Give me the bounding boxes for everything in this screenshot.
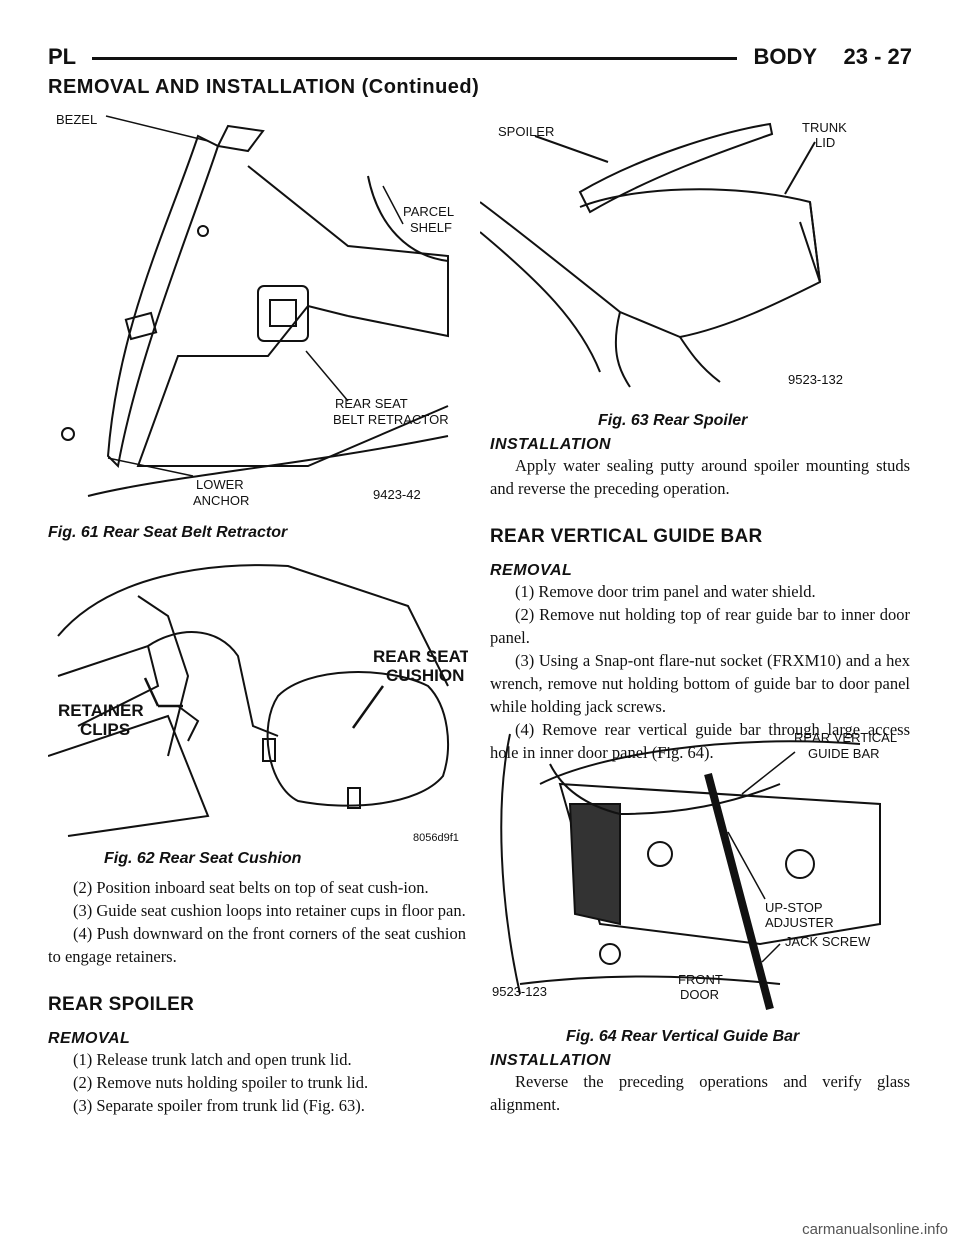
label-retractor-1: REAR SEAT [335, 396, 408, 411]
figure-63-caption: Fig. 63 Rear Spoiler [598, 412, 748, 429]
heading-rear-vertical-guide-bar: REAR VERTICAL GUIDE BAR [490, 526, 763, 547]
step-text: (1) Release trunk latch and open trunk l… [73, 1050, 352, 1069]
figure-63-rear-spoiler: SPOILER TRUNK LID 9523-132 [480, 112, 900, 402]
heading-removal: REMOVAL [48, 1030, 131, 1047]
heading-installation: INSTALLATION [490, 1052, 611, 1069]
label-bezel: BEZEL [56, 112, 97, 127]
label-clips-2: CLIPS [80, 720, 130, 739]
watermark: carmanualsonline.info [802, 1221, 948, 1238]
label-trunk-2: LID [815, 135, 835, 150]
figure-64-rear-vertical-guide-bar: REAR VERTICAL GUIDE BAR UP-STOP ADJUSTER… [480, 724, 900, 1020]
label-up-stop-1: UP-STOP [765, 900, 823, 915]
label-parcel-1: PARCEL [403, 204, 454, 219]
label-spoiler: SPOILER [498, 124, 554, 139]
heading-installation: INSTALLATION [490, 436, 611, 453]
page-header: PL BODY 23 - 27 [48, 44, 912, 74]
right-column-installation: INSTALLATION Reverse the preceding opera… [490, 1052, 910, 1116]
step-text: (2) Position inboard seat belts on top o… [73, 878, 429, 897]
label-trunk-1: TRUNK [802, 120, 847, 135]
label-jack-screw: JACK SCREW [785, 934, 871, 949]
label-parcel-2: SHELF [410, 220, 452, 235]
header-rule [92, 57, 737, 60]
step-text: (3) Guide seat cushion loops into retain… [73, 901, 466, 920]
continued-title: REMOVAL AND INSTALLATION (Continued) [48, 76, 480, 98]
label-retractor-2: BELT RETRACTOR [333, 412, 449, 427]
label-front-door-2: DOOR [680, 987, 719, 1002]
body-text: Apply water sealing putty around spoiler… [490, 456, 910, 498]
step-text: (4) Push downward on the front corners o… [48, 924, 466, 966]
label-guide-bar-1: REAR VERTICAL [794, 730, 897, 745]
figure-62-caption: Fig. 62 Rear Seat Cushion [104, 850, 302, 867]
step-text: (4) Remove rear vertical guide bar throu… [490, 720, 910, 762]
heading-rear-spoiler: REAR SPOILER [48, 994, 195, 1015]
label-guide-bar-2: GUIDE BAR [808, 746, 880, 761]
figure-62-rear-seat-cushion: REAR SEAT CUSHION RETAINER CLIPS 8056d9f… [48, 556, 468, 844]
figure-number: 9523-132 [788, 372, 843, 387]
figure-number: 9523-123 [492, 984, 547, 999]
label-up-stop-2: ADJUSTER [765, 915, 834, 930]
body-text: Reverse the preceding operations and ver… [490, 1072, 910, 1114]
step-text: (2) Remove nut holding top of rear guide… [490, 605, 910, 647]
label-clips-1: RETAINER [58, 701, 144, 720]
label-anchor-2: ANCHOR [193, 493, 249, 506]
step-text: (2) Remove nuts holding spoiler to trunk… [73, 1073, 369, 1092]
header-section: BODY [753, 44, 817, 69]
figure-61-caption: Fig. 61 Rear Seat Belt Retractor [48, 524, 288, 541]
label-cushion-2: CUSHION [386, 666, 464, 685]
figure-number: 8056d9f1 [413, 832, 459, 844]
right-column-text: INSTALLATION Apply water sealing putty a… [490, 436, 910, 764]
label-anchor-1: LOWER [196, 477, 244, 492]
page-number: 23 - 27 [843, 44, 913, 69]
figure-64-caption: Fig. 64 Rear Vertical Guide Bar [566, 1028, 800, 1045]
step-text: (3) Using a Snap-ont flare-nut socket (F… [490, 651, 910, 716]
header-model: PL [48, 44, 77, 69]
label-cushion-1: REAR SEAT [373, 647, 468, 666]
left-column-text: (2) Position inboard seat belts on top o… [48, 876, 466, 1117]
figure-61-rear-seat-belt-retractor: BEZEL PARCEL SHELF REAR SEAT BELT RETRAC… [48, 106, 468, 506]
heading-removal: REMOVAL [490, 562, 573, 579]
step-text: (1) Remove door trim panel and water shi… [515, 582, 816, 601]
step-text: (3) Separate spoiler from trunk lid (Fig… [73, 1096, 365, 1115]
label-front-door-1: FRONT [678, 972, 723, 987]
figure-number: 9423-42 [373, 487, 421, 502]
